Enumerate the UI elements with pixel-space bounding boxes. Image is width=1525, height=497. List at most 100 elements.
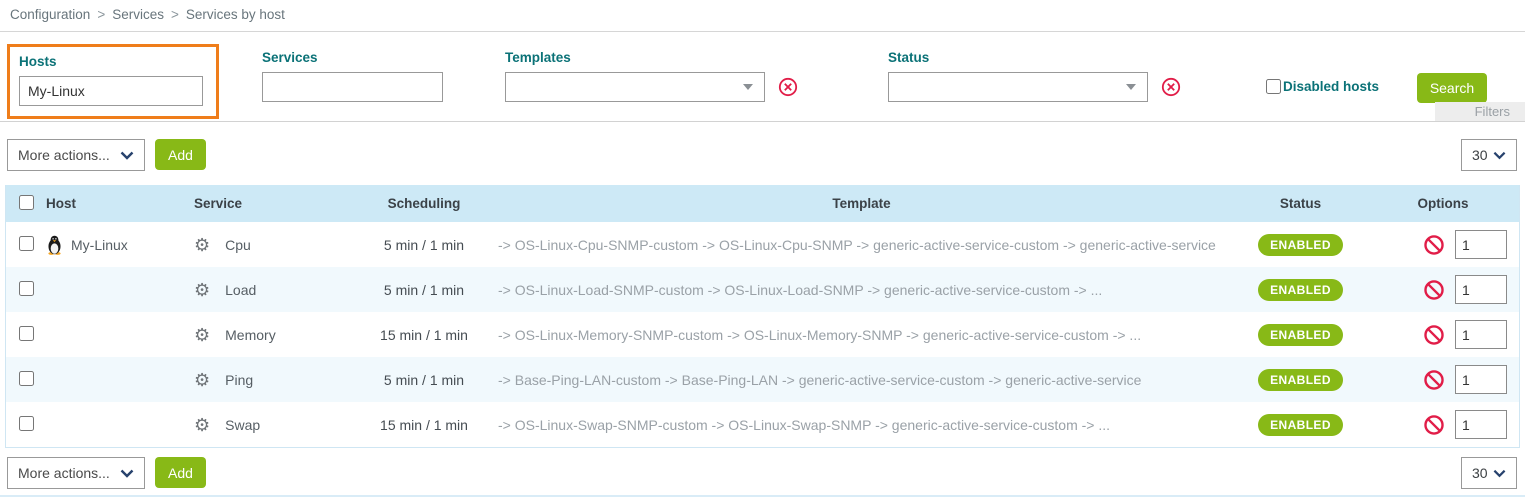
page-size-value: 30 [1472,147,1488,163]
options-count-input[interactable] [1455,365,1507,394]
row-checkbox[interactable] [18,235,34,251]
service-name-link[interactable]: Ping [225,371,254,388]
row-checkbox[interactable] [18,370,34,386]
status-filter-select[interactable] [888,72,1148,102]
gear-icon: ⚙ [194,369,211,390]
scheduling-value: 5 min / 1 min [383,236,465,253]
more-actions-select-bottom[interactable]: More actions... [7,457,145,489]
options-count-input[interactable] [1455,320,1507,349]
add-button-bottom[interactable]: Add [155,457,206,488]
table-row: My-Linux ⚙ Cpu 5 min / 1 min -> OS-Linux-… [6,222,1519,267]
breadcrumb-item-services[interactable]: Services [112,7,164,22]
column-header-options: Options [1417,196,1469,211]
template-chain: -> OS-Linux-Cpu-SNMP-custom -> OS-Linux-… [498,236,1216,253]
scheduling-value: 15 min / 1 min [380,326,468,343]
table-row: ⚙ Ping 5 min / 1 min -> Base-Ping-LAN-cus… [6,357,1519,402]
more-actions-label: More actions... [18,465,110,481]
gear-icon: ⚙ [194,324,211,345]
column-header-template[interactable]: Template [832,196,891,211]
caret-down-icon [1126,84,1136,90]
page-size-value: 30 [1472,465,1488,481]
more-actions-select-top[interactable]: More actions... [7,139,145,171]
no-entry-icon[interactable] [1423,414,1445,436]
service-name-link[interactable]: Cpu [225,236,251,253]
gear-icon: ⚙ [194,279,211,300]
status-clear-filter-icon[interactable] [1161,77,1181,97]
disabled-hosts-checkbox[interactable] [1266,79,1281,94]
services-filter: Services [262,50,443,102]
page-bottom-divider [0,495,1525,497]
hosts-filter-label: Hosts [19,54,57,69]
service-name-link[interactable]: Swap [225,416,261,433]
options-count-input[interactable] [1455,275,1507,304]
breadcrumb-separator: > [97,7,106,22]
no-entry-icon[interactable] [1423,324,1445,346]
breadcrumb-item-services-by-host: Services by host [185,7,285,22]
chevron-down-icon [120,151,134,160]
templates-filter-label: Templates [505,50,571,65]
scheduling-value: 15 min / 1 min [380,416,468,433]
options-count-input[interactable] [1455,230,1507,259]
column-header-scheduling[interactable]: Scheduling [387,196,461,211]
templates-filter-select[interactable] [505,72,765,102]
host-name-link[interactable]: My-Linux [71,236,128,253]
more-actions-label: More actions... [18,147,110,163]
breadcrumb-item-configuration[interactable]: Configuration [10,7,91,22]
status-badge: ENABLED [1258,368,1343,391]
chevron-down-icon [120,469,134,478]
scheduling-value: 5 min / 1 min [383,281,465,298]
chevron-down-icon [1493,151,1506,159]
scheduling-value: 5 min / 1 min [383,371,465,388]
select-all-checkbox[interactable] [18,194,34,210]
services-table: Host Service Scheduling Template Status … [5,185,1520,448]
no-entry-icon[interactable] [1423,279,1445,301]
gear-icon: ⚙ [194,414,211,435]
row-checkbox[interactable] [18,325,34,341]
table-row: ⚙ Memory 15 min / 1 min -> OS-Linux-Memor… [6,312,1519,357]
template-chain: -> OS-Linux-Memory-SNMP-custom -> OS-Lin… [498,326,1142,343]
top-toolbar: More actions... Add 30 [0,122,1525,185]
column-header-service[interactable]: Service [194,196,243,211]
status-badge: ENABLED [1258,323,1343,346]
hosts-filter-input[interactable] [19,76,203,106]
page-size-select-top[interactable]: 30 [1461,139,1517,171]
template-chain: -> OS-Linux-Load-SNMP-custom -> OS-Linux… [498,281,1103,298]
column-header-host[interactable]: Host [46,196,76,211]
add-button-top[interactable]: Add [155,139,206,170]
bottom-toolbar: More actions... Add 30 [0,448,1525,497]
gear-icon: ⚙ [194,234,211,255]
row-checkbox[interactable] [18,415,34,431]
column-header-status[interactable]: Status [1279,196,1322,211]
no-entry-icon[interactable] [1423,234,1445,256]
page-size-select-bottom[interactable]: 30 [1461,457,1517,489]
templates-filter: Templates [505,50,798,102]
search-button[interactable]: Search [1417,73,1487,103]
service-name-link[interactable]: Load [225,281,257,298]
linux-tux-icon [48,235,61,255]
no-entry-icon[interactable] [1423,369,1445,391]
filter-panel: Hosts Services Templates Status [0,31,1525,122]
status-filter-label: Status [888,50,930,65]
services-filter-label: Services [262,50,318,65]
hosts-filter-highlight: Hosts [7,44,219,119]
service-name-link[interactable]: Memory [225,326,276,343]
table-header-row: Host Service Scheduling Template Status … [6,185,1519,222]
table-row: ⚙ Load 5 min / 1 min -> OS-Linux-Load-SNM… [6,267,1519,312]
breadcrumb-separator: > [170,7,179,22]
filters-tab-label: Filters [1434,102,1525,121]
breadcrumb: Configuration > Services > Services by host [0,0,1525,31]
services-filter-input[interactable] [262,72,443,102]
row-checkbox[interactable] [18,280,34,296]
template-chain: -> Base-Ping-LAN-custom -> Base-Ping-LAN… [498,371,1142,388]
templates-clear-filter-icon[interactable] [778,77,798,97]
disabled-hosts-label: Disabled hosts [1283,79,1380,94]
status-badge: ENABLED [1258,413,1343,436]
status-badge: ENABLED [1258,278,1343,301]
caret-down-icon [743,84,753,90]
table-row: ⚙ Swap 15 min / 1 min -> OS-Linux-Swap-SN… [6,402,1519,447]
template-chain: -> OS-Linux-Swap-SNMP-custom -> OS-Linux… [498,416,1111,433]
disabled-hosts-checkbox-row: Disabled hosts [1266,79,1379,94]
options-count-input[interactable] [1455,410,1507,439]
chevron-down-icon [1493,469,1506,477]
status-badge: ENABLED [1258,233,1343,256]
